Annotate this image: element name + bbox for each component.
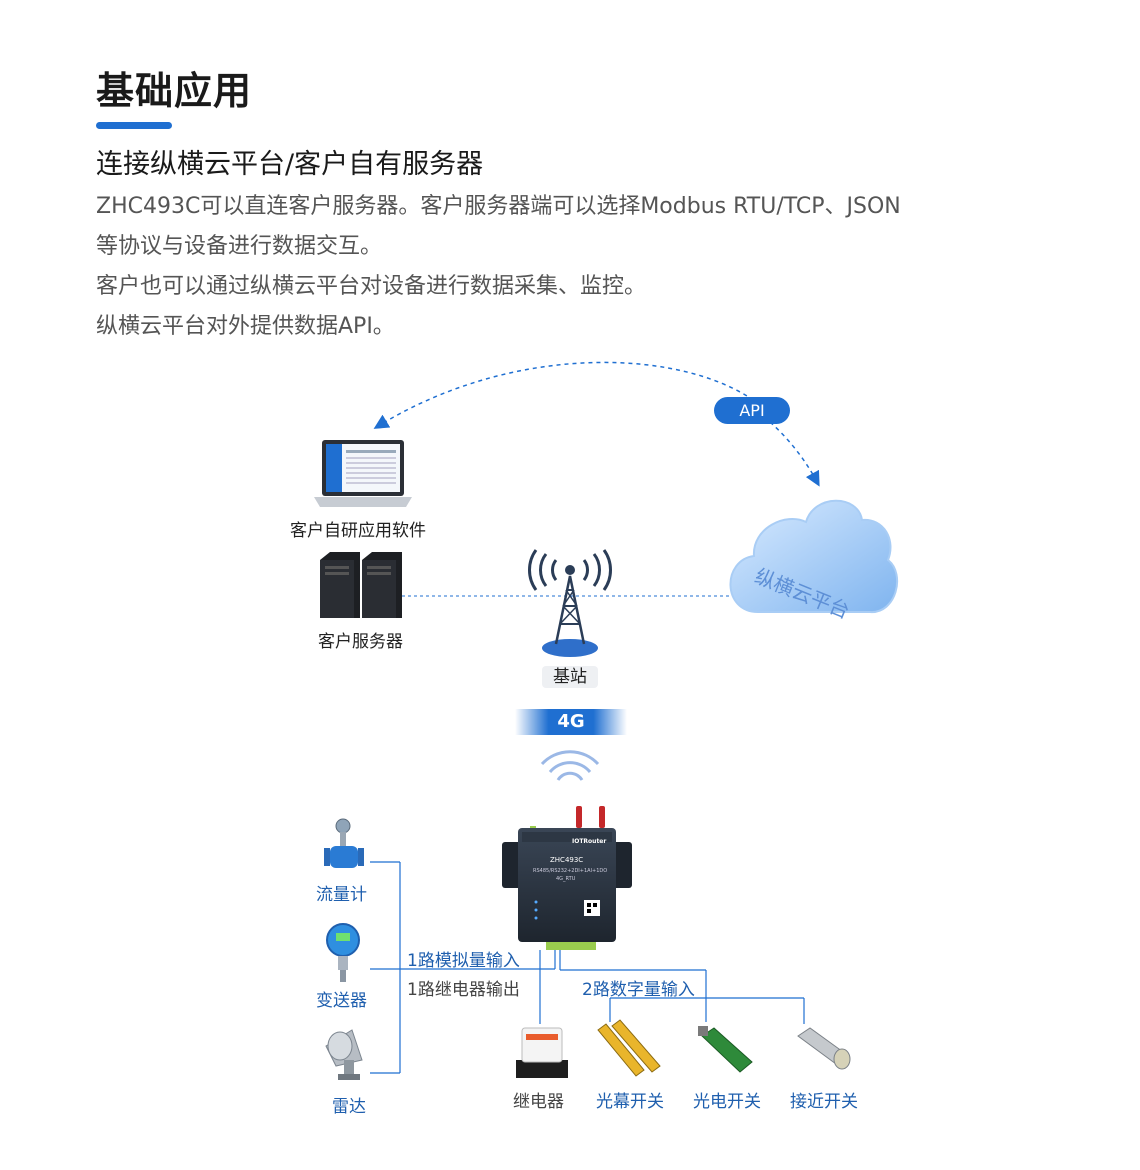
device-brand: IOTRouter: [572, 838, 607, 845]
base-station-label: 基站: [542, 666, 598, 688]
server-label: 客户服务器: [318, 632, 403, 652]
description-line-3: 纵横云平台对外提供数据API。: [96, 314, 395, 339]
transmitter-icon: [326, 923, 360, 982]
sensor-label-flowmeter: 流量计: [316, 885, 367, 905]
description-line-1a: ZHC493C可以直连客户服务器。客户服务器端可以选择Modbus RTU/TC…: [96, 194, 901, 219]
server-icon: [320, 552, 402, 618]
proximity-switch-icon: [797, 1027, 851, 1070]
device-zhc493c-icon: [502, 806, 632, 950]
laptop-label: 客户自研应用软件: [290, 521, 426, 541]
device-label-proximity: 接近开关: [790, 1092, 858, 1112]
left-sensor-bracket: [370, 861, 556, 1074]
radar-icon: [325, 1029, 363, 1080]
flowmeter-icon: [324, 818, 364, 868]
network-4g-badge: 4G: [515, 709, 627, 735]
device-label-light-curtain: 光幕开关: [596, 1092, 664, 1112]
sensor-label-transmitter: 变送器: [316, 991, 367, 1011]
light-curtain-icon: [597, 1019, 661, 1077]
api-arc-right: [769, 421, 820, 487]
description-line-2: 客户也可以通过纵横云平台对设备进行数据采集、监控。: [96, 274, 647, 299]
base-station-icon: [528, 549, 612, 657]
device-spec: RS485/RS232+2DI+1AI+1DO: [533, 868, 608, 874]
page-title: 基础应用: [96, 69, 253, 113]
digital-input-label: 2路数字量输入: [582, 980, 695, 1000]
section-subtitle: 连接纵横云平台/客户自有服务器: [96, 149, 484, 180]
api-arc-left: [373, 361, 761, 429]
wireless-signal-icon: [540, 750, 600, 781]
title-underline: [96, 122, 172, 129]
analog-input-label: 1路模拟量输入: [407, 951, 520, 971]
relay-device-icon: [516, 1027, 568, 1078]
description-line-1b: 等协议与设备进行数据交互。: [96, 234, 383, 259]
digital-input-bracket: [559, 950, 805, 1024]
laptop-icon: [314, 440, 412, 507]
device-label-relay: 继电器: [513, 1092, 564, 1112]
relay-output-label: 1路继电器输出: [407, 980, 520, 1000]
cloud-icon: [729, 499, 898, 614]
api-badge: API: [714, 397, 790, 424]
sensor-label-radar: 雷达: [332, 1097, 366, 1117]
device-type: 4G_RTU: [556, 876, 576, 882]
device-label-photoelectric: 光电开关: [693, 1092, 761, 1112]
device-model: ZHC493C: [550, 856, 584, 864]
photoelectric-switch-icon: [698, 1026, 753, 1073]
